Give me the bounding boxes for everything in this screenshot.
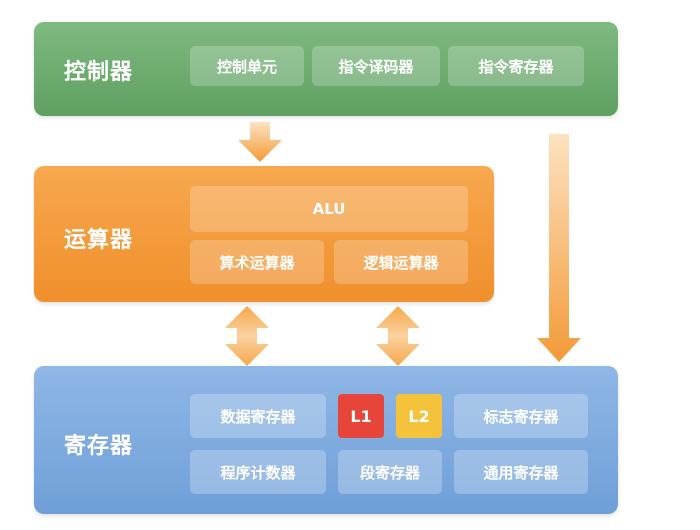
l2-cache-chip: L2 — [396, 394, 442, 438]
general-register-chip: 通用寄存器 — [454, 450, 588, 494]
l1-cache-chip: L1 — [338, 394, 384, 438]
controller-block: 控制器 控制单元 指令译码器 指令寄存器 — [34, 22, 618, 116]
registers-block: 寄存器 数据寄存器 L1 L2 标志寄存器 程序计数器 段寄存器 通用寄存器 — [34, 366, 618, 514]
instruction-register-chip: 指令寄存器 — [448, 46, 584, 86]
logic-unit-chip: 逻辑运算器 — [334, 240, 468, 284]
arrow-alu-registers-left — [225, 306, 269, 366]
alu-block: 运算器 ALU 算术运算器 逻辑运算器 — [34, 166, 494, 302]
instruction-decoder-chip: 指令译码器 — [312, 46, 440, 86]
alu-block-title: 运算器 — [64, 228, 134, 253]
controller-title: 控制器 — [64, 60, 134, 85]
arithmetic-unit-chip: 算术运算器 — [190, 240, 324, 284]
program-counter-chip: 程序计数器 — [190, 450, 326, 494]
data-register-chip: 数据寄存器 — [190, 394, 326, 438]
arrow-alu-registers-right — [376, 306, 420, 366]
registers-title: 寄存器 — [64, 434, 134, 459]
arrow-controller-to-registers — [537, 134, 581, 362]
flags-register-chip: 标志寄存器 — [454, 394, 588, 438]
control-unit-chip: 控制单元 — [190, 46, 304, 86]
segment-register-chip: 段寄存器 — [338, 450, 442, 494]
arrow-controller-to-alu — [238, 122, 282, 162]
alu-chip: ALU — [190, 186, 468, 232]
